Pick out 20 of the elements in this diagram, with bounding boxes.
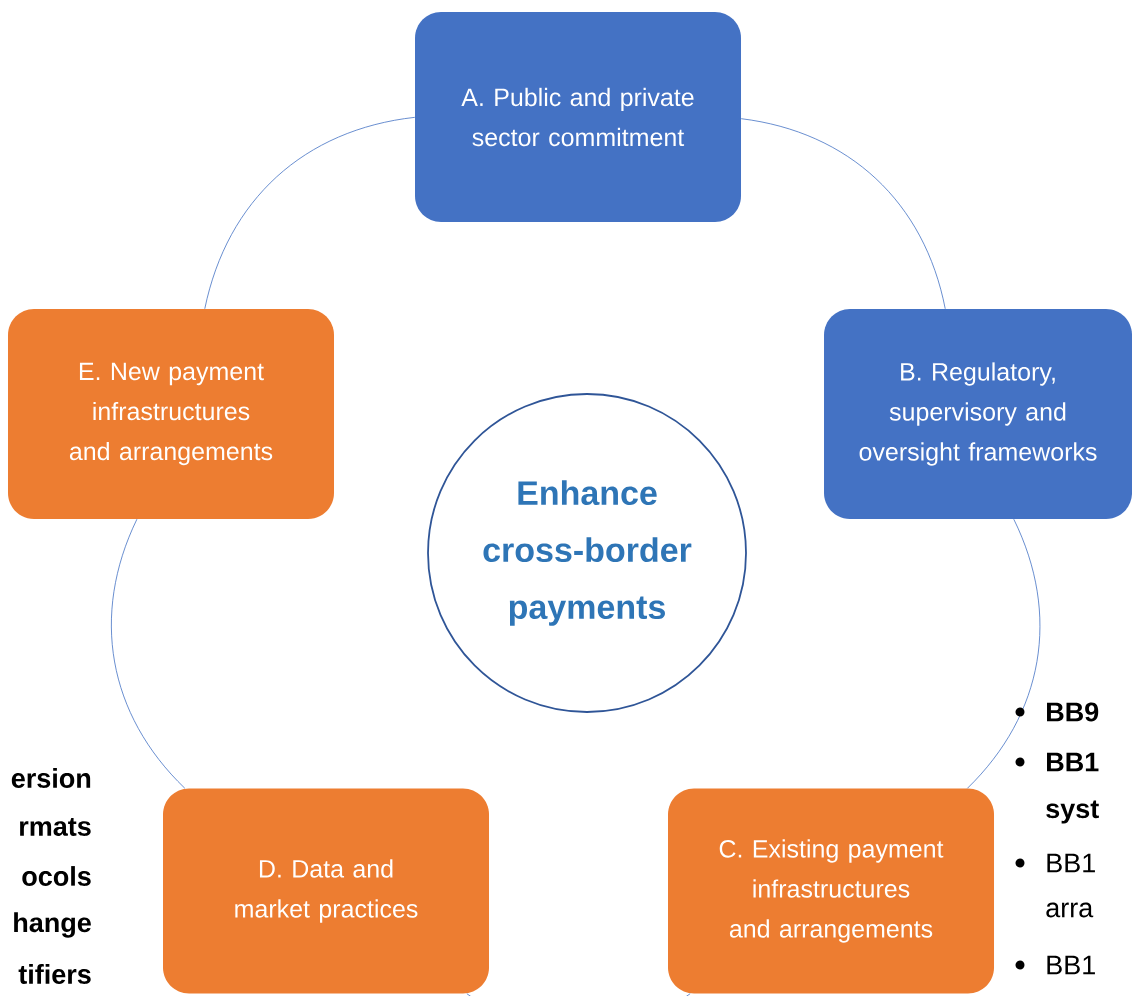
process-box: B. Regulatory, supervisory and oversight frameworks [824,309,1132,519]
process-box: E. New payment infrastructures and arrangements [8,309,334,519]
label-text: arra [1046,902,1094,918]
process-box: D. Data and market practices [163,788,489,994]
process-box: A. Public and private sector commitment [415,12,741,222]
process-box: C. Existing payment infrastructures and arrangements [668,788,994,994]
label-text: syst [1046,800,1099,824]
label-text: BB1 [1047,955,1095,975]
connector-arc [740,118,946,310]
connector-arc [967,518,1041,789]
label-text: BB1 [1047,853,1095,873]
connector-arc [111,518,186,789]
label-text: rmats [20,818,91,836]
connector-arc [204,116,416,310]
label-text: BB1 [1047,752,1099,772]
label-text: ocols [22,866,91,886]
label-text: BB9 [1047,702,1099,722]
label-text: hange [14,912,91,938]
label-text: tifiers [18,964,91,984]
label-text: ersion [11,768,91,788]
